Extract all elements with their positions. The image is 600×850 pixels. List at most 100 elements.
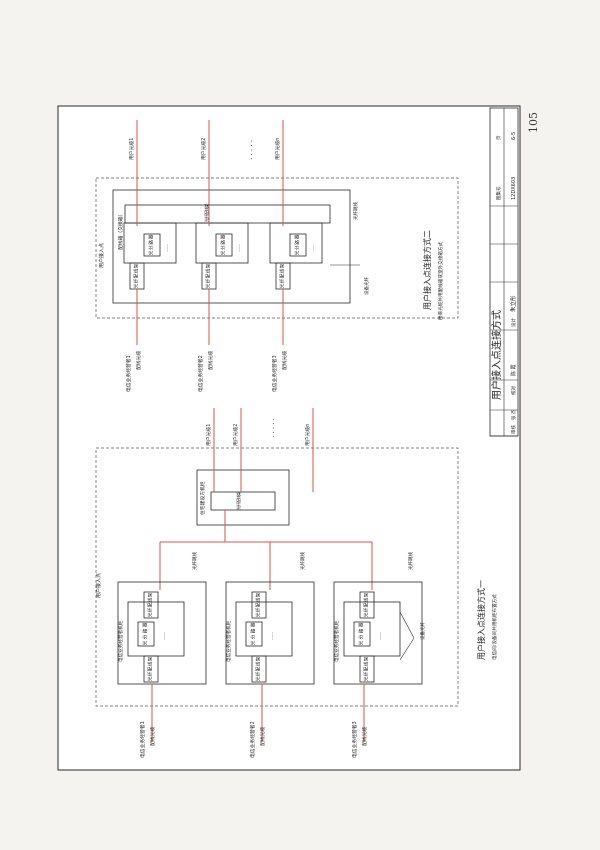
title-block-title: 用户接入点连接方式 bbox=[490, 310, 503, 400]
callout-line bbox=[399, 637, 415, 661]
operator-label: 电信业务经营者3 bbox=[351, 721, 358, 758]
glyph: 架 bbox=[364, 656, 370, 661]
user-cable-label: 用户光缆n bbox=[274, 138, 281, 160]
glyph: 配 bbox=[134, 273, 140, 278]
title-block-atlas-value: 12DX603 bbox=[511, 177, 517, 200]
fiber-jumper-label: 光纤跳线 bbox=[352, 202, 359, 220]
title-block-atlas-label: 图集号 bbox=[495, 186, 502, 200]
optical-splitter-box bbox=[215, 233, 233, 257]
glyph: 分 bbox=[142, 634, 149, 639]
operator-module-box bbox=[195, 222, 249, 264]
top-diagram: 用户接入点配线箱（交接箱）光纤配线架光纤跳线光分路器……光纤配线架电信业务经营者… bbox=[95, 120, 459, 392]
glyph: 线 bbox=[363, 661, 370, 666]
glyph: 线 bbox=[205, 268, 212, 273]
feeder-cable-label: 配线光缆 bbox=[149, 727, 156, 746]
glyph: 分 bbox=[220, 245, 227, 250]
glyph: 架 bbox=[256, 592, 262, 597]
glyph: 线 bbox=[203, 206, 209, 211]
glyph: 架 bbox=[256, 656, 262, 661]
shared-cabinet bbox=[196, 469, 290, 526]
glyph: 纤 bbox=[235, 502, 242, 507]
fiber-distribution-frame-box bbox=[359, 655, 375, 683]
operator-module-box bbox=[269, 222, 323, 264]
glyph: 配 bbox=[206, 273, 212, 278]
glyph: 架 bbox=[364, 592, 370, 597]
optical-splitter-box bbox=[143, 233, 161, 257]
glyph: 纤 bbox=[279, 278, 286, 283]
glyph: 线 bbox=[279, 268, 286, 273]
glyph: 纤 bbox=[147, 607, 154, 612]
glyph: 架 bbox=[148, 656, 154, 661]
glyph: 配 bbox=[364, 666, 370, 671]
title-block-review-name: 张 杰 bbox=[510, 409, 517, 420]
glyph: 架 bbox=[236, 491, 242, 495]
glyph: 路 bbox=[142, 628, 149, 633]
feeder-cable-label: 配线光缆 bbox=[361, 727, 368, 746]
glyph: 光 bbox=[148, 250, 155, 255]
glyph: 光 bbox=[255, 676, 262, 681]
glyph: 路 bbox=[250, 628, 257, 633]
operator-label: 电信业务经营者1 bbox=[139, 721, 146, 758]
glyph: 纤 bbox=[205, 278, 212, 283]
glyph: 线 bbox=[235, 494, 241, 499]
diagram-caption: 用户接入点连接方式一 bbox=[476, 580, 486, 660]
operator-cabinet-box bbox=[333, 581, 423, 685]
glyph: 光 bbox=[203, 218, 210, 222]
access-point-region bbox=[95, 177, 459, 319]
glyph: 配 bbox=[204, 210, 210, 215]
diagram-caption: 用户接入点连接方式二 bbox=[422, 230, 432, 310]
user-cable-label: 用户光缆2 bbox=[232, 424, 239, 446]
glyph: 配 bbox=[280, 273, 286, 278]
glyph: 路 bbox=[358, 628, 365, 633]
glyph: 纤 bbox=[133, 278, 140, 283]
glyph: 纤 bbox=[255, 607, 262, 612]
module-dots: …… bbox=[269, 632, 274, 640]
module-dots: …… bbox=[310, 244, 315, 252]
operator-cabinet-box bbox=[117, 581, 207, 685]
fiber-distribution-frame-box bbox=[359, 591, 375, 619]
operator-cabinet-box bbox=[225, 581, 315, 685]
glyph: 器 bbox=[359, 622, 365, 627]
glyph: 光 bbox=[147, 612, 154, 617]
glyph: 架 bbox=[206, 263, 212, 268]
user-cable-label: 用户光缆n bbox=[304, 424, 311, 446]
user-cable-label: 用户光缆2 bbox=[200, 138, 207, 160]
callout-line bbox=[399, 611, 415, 639]
drawing-frame bbox=[57, 105, 521, 771]
access-point-region-label: 用户接入点 bbox=[95, 573, 102, 598]
title-block-design-label: 设计 bbox=[510, 318, 517, 327]
glyph: 器 bbox=[143, 622, 149, 627]
operator-cabinet-label: 电信业务经营者机柜 bbox=[225, 620, 232, 662]
glyph: 纤 bbox=[147, 671, 154, 676]
fiber-distribution-frame-box bbox=[251, 655, 267, 683]
operator-module-box bbox=[123, 222, 177, 264]
access-point-region bbox=[95, 447, 459, 707]
distribution-cabinet-label: 配线箱（交接箱） bbox=[117, 212, 124, 250]
glyph: 路 bbox=[148, 240, 155, 245]
glyph: 光 bbox=[255, 612, 262, 617]
distribution-cabinet bbox=[112, 189, 351, 304]
module-dots: …… bbox=[161, 632, 166, 640]
glyph: 光 bbox=[205, 283, 212, 288]
glyph: 光 bbox=[142, 640, 149, 645]
title-block-check-label: 校对 bbox=[510, 386, 517, 395]
feeder-cable-label: 配线光缆 bbox=[281, 351, 288, 370]
